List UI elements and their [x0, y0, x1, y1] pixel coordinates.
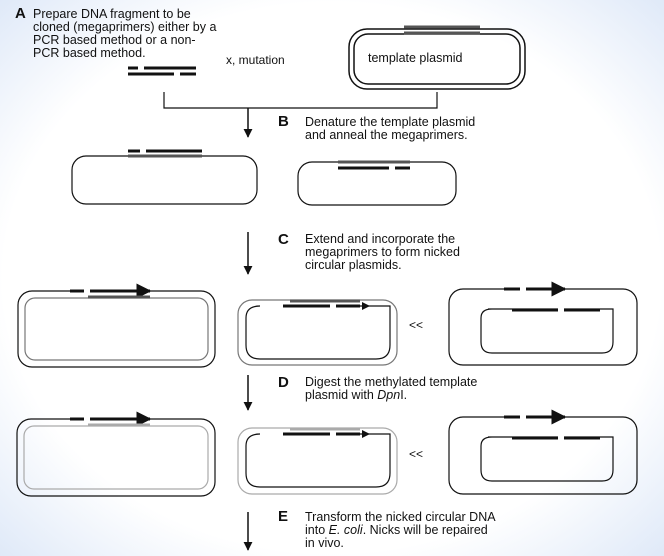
step-d-text-main: Digest the methylated template plasmid w… — [305, 375, 478, 402]
denatured-strand-2 — [297, 160, 457, 206]
step-a-letter: A — [15, 5, 26, 22]
digested-plasmid-2 — [237, 427, 398, 495]
step-b-letter: B — [278, 113, 289, 130]
digested-plasmid-1 — [16, 411, 216, 497]
mutation-legend: x, mutation — [226, 53, 285, 67]
template-plasmid-label: template plasmid — [368, 51, 463, 65]
denatured-strand-1 — [71, 148, 258, 205]
comparison-symbol-c: << — [409, 318, 424, 332]
comparison-symbol-d: << — [409, 447, 424, 461]
step-e-line1: Transform the nicked circular DNA — [305, 510, 496, 524]
nicked-plasmid-3 — [448, 281, 638, 366]
step-c-letter: C — [278, 231, 289, 248]
step-d-text-end: I. — [400, 388, 408, 402]
step-e-line3: in vivo. — [305, 536, 344, 550]
step-e-organism: E. coli — [328, 523, 363, 537]
nicked-plasmid-2 — [237, 299, 398, 366]
step-c-text: Extend and incorporate the megaprimers t… — [305, 232, 460, 272]
step-e-line2-start: into — [305, 523, 329, 537]
step-d-text: Digest the methylated template plasmid w… — [305, 376, 605, 402]
step-b-text: Denature the template plasmid and anneal… — [305, 115, 476, 142]
step-d-enzyme: Dpn — [377, 388, 401, 402]
step-e-line2-end: . Nicks will be repaired — [362, 523, 488, 537]
nicked-plasmid-1 — [17, 283, 216, 368]
step-d-letter: D — [278, 374, 289, 391]
template-plasmid — [348, 25, 526, 90]
step-a-text: Prepare DNA fragment to be cloned (megap… — [33, 7, 217, 60]
connector-bracket — [163, 92, 438, 109]
megaprimer-fragment — [128, 65, 196, 77]
step-e-letter: E — [278, 508, 289, 525]
step-e-text: Transform the nicked circular DNA into E… — [305, 511, 625, 550]
digested-plasmid-3 — [448, 409, 638, 495]
